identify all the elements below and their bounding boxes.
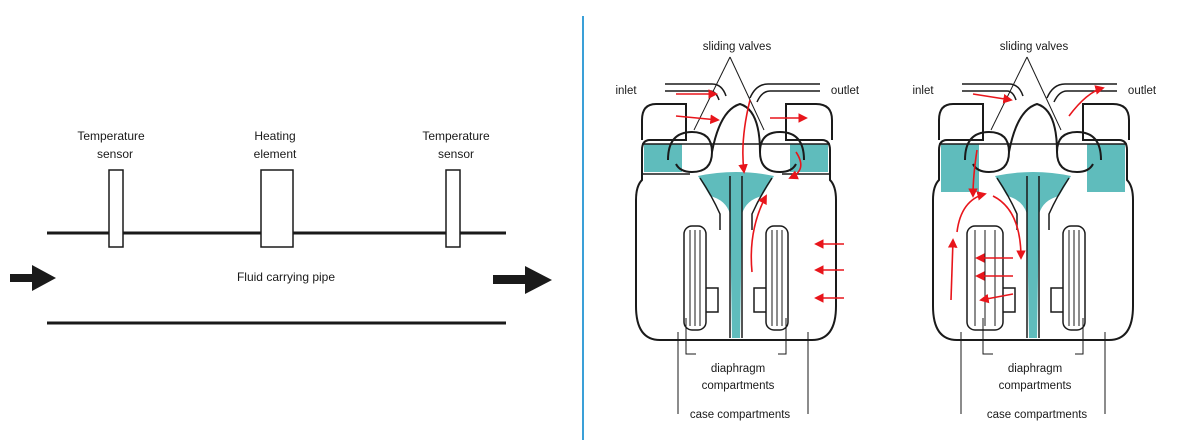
inlet-label: inlet <box>615 85 637 97</box>
diaphragm-meter-right: sliding valves inlet outlet <box>912 41 1156 421</box>
diaphragm-label-line1: diaphragm <box>1008 363 1062 375</box>
sensor-left-label-line1: Temperature <box>77 129 145 143</box>
sensor-right-label-line1: Temperature <box>422 129 490 143</box>
diaphragm-label-line1: diaphragm <box>711 363 765 375</box>
outlet-label: outlet <box>831 85 860 97</box>
thermal-flow-diagram: Temperature sensor Heating element Tempe… <box>10 129 552 325</box>
temperature-sensor-left <box>108 169 124 248</box>
heating-element <box>260 169 294 248</box>
flow-in-arrow-icon <box>10 265 56 291</box>
sensor-left-label-line2: sensor <box>97 147 133 161</box>
diaphragm-meter-left: sliding valves inlet outlet <box>615 41 859 421</box>
sensor-right-label-line2: sensor <box>438 147 474 161</box>
sliding-valves-label: sliding valves <box>703 41 772 53</box>
gas-flow-arrows <box>947 85 1105 304</box>
flow-out-arrow-icon <box>493 266 552 294</box>
sliding-valves-label: sliding valves <box>1000 41 1069 53</box>
diaphragm-label-line2: compartments <box>702 380 775 392</box>
heater-label-line2: element <box>254 147 297 161</box>
pipe-label: Fluid carrying pipe <box>237 270 335 284</box>
temperature-sensor-right <box>445 169 461 248</box>
case-label: case compartments <box>987 409 1088 421</box>
inlet-label: inlet <box>912 85 934 97</box>
outlet-label: outlet <box>1128 85 1157 97</box>
heater-label-line1: Heating <box>254 129 295 143</box>
gas-flow-arrows <box>675 89 844 303</box>
case-label: case compartments <box>690 409 791 421</box>
diaphragm-label-line2: compartments <box>999 380 1072 392</box>
